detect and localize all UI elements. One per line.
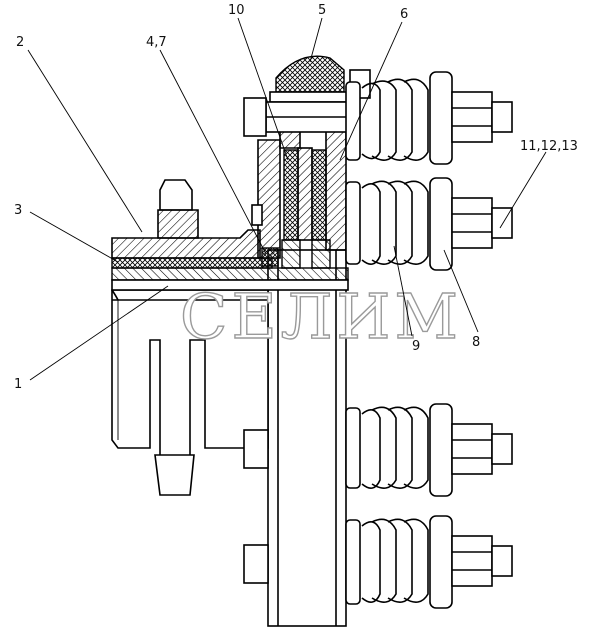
callout-9: 9 [412, 339, 420, 354]
spring-1 [345, 71, 513, 165]
callout-6: 6 [400, 7, 408, 22]
callout-1: 1 [14, 377, 22, 392]
spring-2 [345, 177, 513, 271]
callout-10: 10 [228, 3, 245, 18]
spring-4 [345, 515, 513, 609]
watermark-text: СЕЛИМ [180, 280, 462, 353]
left-bolts [243, 69, 371, 584]
vertical-plate [267, 249, 347, 627]
callout-2: 2 [16, 35, 24, 50]
callout-4-7: 4,7 [146, 35, 167, 50]
spring-3 [345, 403, 513, 497]
callout-8: 8 [472, 335, 480, 350]
spring-assemblies [345, 71, 513, 609]
callout-3: 3 [14, 203, 22, 218]
leader-lines [27, 17, 547, 381]
callout-5: 5 [318, 3, 326, 18]
callout-11-12-13: 11,12,13 [520, 139, 578, 154]
callout-labels: 2 3 1 4,7 10 5 6 8 9 11,12,13 [14, 3, 578, 392]
sleeve-layers [111, 257, 349, 301]
top-rim-part-5 [265, 55, 351, 133]
